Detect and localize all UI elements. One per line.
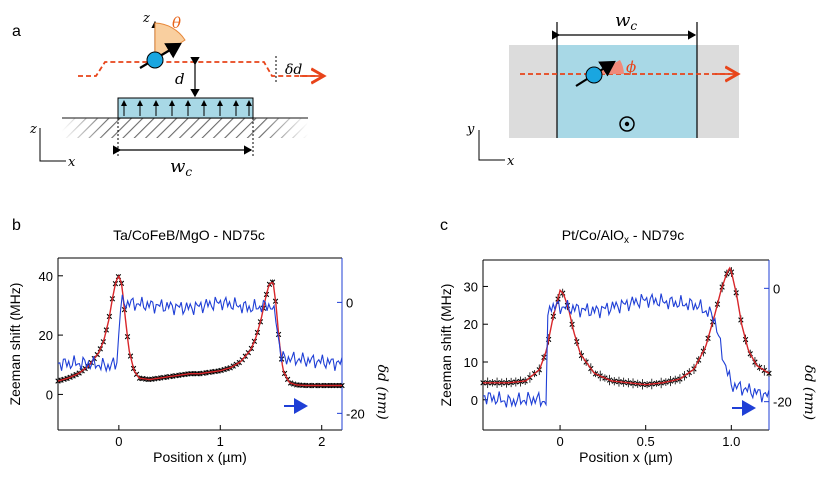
wc-sub: c xyxy=(185,165,192,179)
x-tick-label: 0 xyxy=(115,434,122,449)
d-label: d xyxy=(175,70,185,88)
y-tick-label: 20 xyxy=(39,328,53,343)
data-points xyxy=(55,273,345,389)
y-tick-label: 0 xyxy=(46,387,53,402)
y-tick-label: 40 xyxy=(39,269,53,284)
x-axis-label: Position x (µm) xyxy=(579,449,673,465)
axes-yx xyxy=(478,130,505,161)
x-tick-label: 1.0 xyxy=(722,434,740,449)
y2-tick-label: -20 xyxy=(346,406,365,421)
x-axis-label: Position x (µm) xyxy=(153,449,247,465)
nv-center xyxy=(146,51,164,69)
y-tick-label: 30 xyxy=(464,279,478,294)
panel-c-label: c xyxy=(440,217,448,234)
y2-tick-label: 0 xyxy=(346,295,353,310)
y2-axis-label: δd (nm) xyxy=(374,365,390,420)
panel-a-left-schematic: wc d δd z θ z x xyxy=(29,11,322,179)
wc-sub-top: c xyxy=(630,19,637,33)
panel-a-label: a xyxy=(12,23,21,40)
nv-center-top xyxy=(585,66,603,84)
panel-b-title: Ta/CoFeB/MgO - ND75c xyxy=(113,227,265,243)
delta-d-label: δd xyxy=(285,62,302,78)
scan-trajectory xyxy=(78,61,318,77)
out-of-plane-magnetization-icon xyxy=(619,116,635,132)
svg-text:wc: wc xyxy=(170,156,192,179)
axis-z-label: z xyxy=(29,122,37,137)
panel-a-right-schematic: wc ϕ y x xyxy=(466,10,739,169)
phi-label: ϕ xyxy=(626,58,636,76)
theta-label: θ xyxy=(172,14,181,32)
panel-c-title-sub: x xyxy=(624,235,629,246)
axis-y-label: y xyxy=(466,122,475,137)
wc-label: w xyxy=(170,156,186,177)
nv-z-label: z xyxy=(142,11,150,26)
y-tick-label: 0 xyxy=(471,393,478,408)
axis-x-label-top: x xyxy=(507,154,515,169)
panel-c-title-rest: - ND79c xyxy=(629,227,684,243)
fit-curve xyxy=(57,274,342,387)
data-points xyxy=(480,267,772,390)
svg-text:wc: wc xyxy=(615,10,637,33)
y-axis-label: Zeeman shift (MHz) xyxy=(438,284,454,407)
x-tick-label: 2 xyxy=(318,434,325,449)
y-axis-label: Zeeman shift (MHz) xyxy=(7,283,23,406)
magnetization-arrows xyxy=(121,100,252,116)
y-tick-label: 10 xyxy=(464,355,478,370)
magnet-stripe xyxy=(117,97,254,119)
height-profile xyxy=(57,294,343,374)
panel-c-title: Pt/Co/AlOx - ND79c xyxy=(562,227,684,246)
x-tick-label: 1 xyxy=(217,434,224,449)
panel-c-title-main: Pt/Co/AlO xyxy=(562,227,624,243)
x-tick-label: 0 xyxy=(556,434,563,449)
fit-curve xyxy=(483,266,770,386)
axis-x-label: x xyxy=(68,155,76,170)
y2-tick-label: -20 xyxy=(773,395,792,410)
y2-axis-label: δd (nm) xyxy=(801,365,817,420)
y-tick-label: 20 xyxy=(464,317,478,332)
theta-wedge xyxy=(154,22,186,61)
y2-tick-label: 0 xyxy=(773,281,780,296)
x-tick-label: 0.5 xyxy=(637,434,655,449)
panel-b-label: b xyxy=(12,217,21,234)
axes-zx xyxy=(39,128,66,162)
height-profile xyxy=(482,292,770,408)
wc-label-top: w xyxy=(615,10,631,31)
